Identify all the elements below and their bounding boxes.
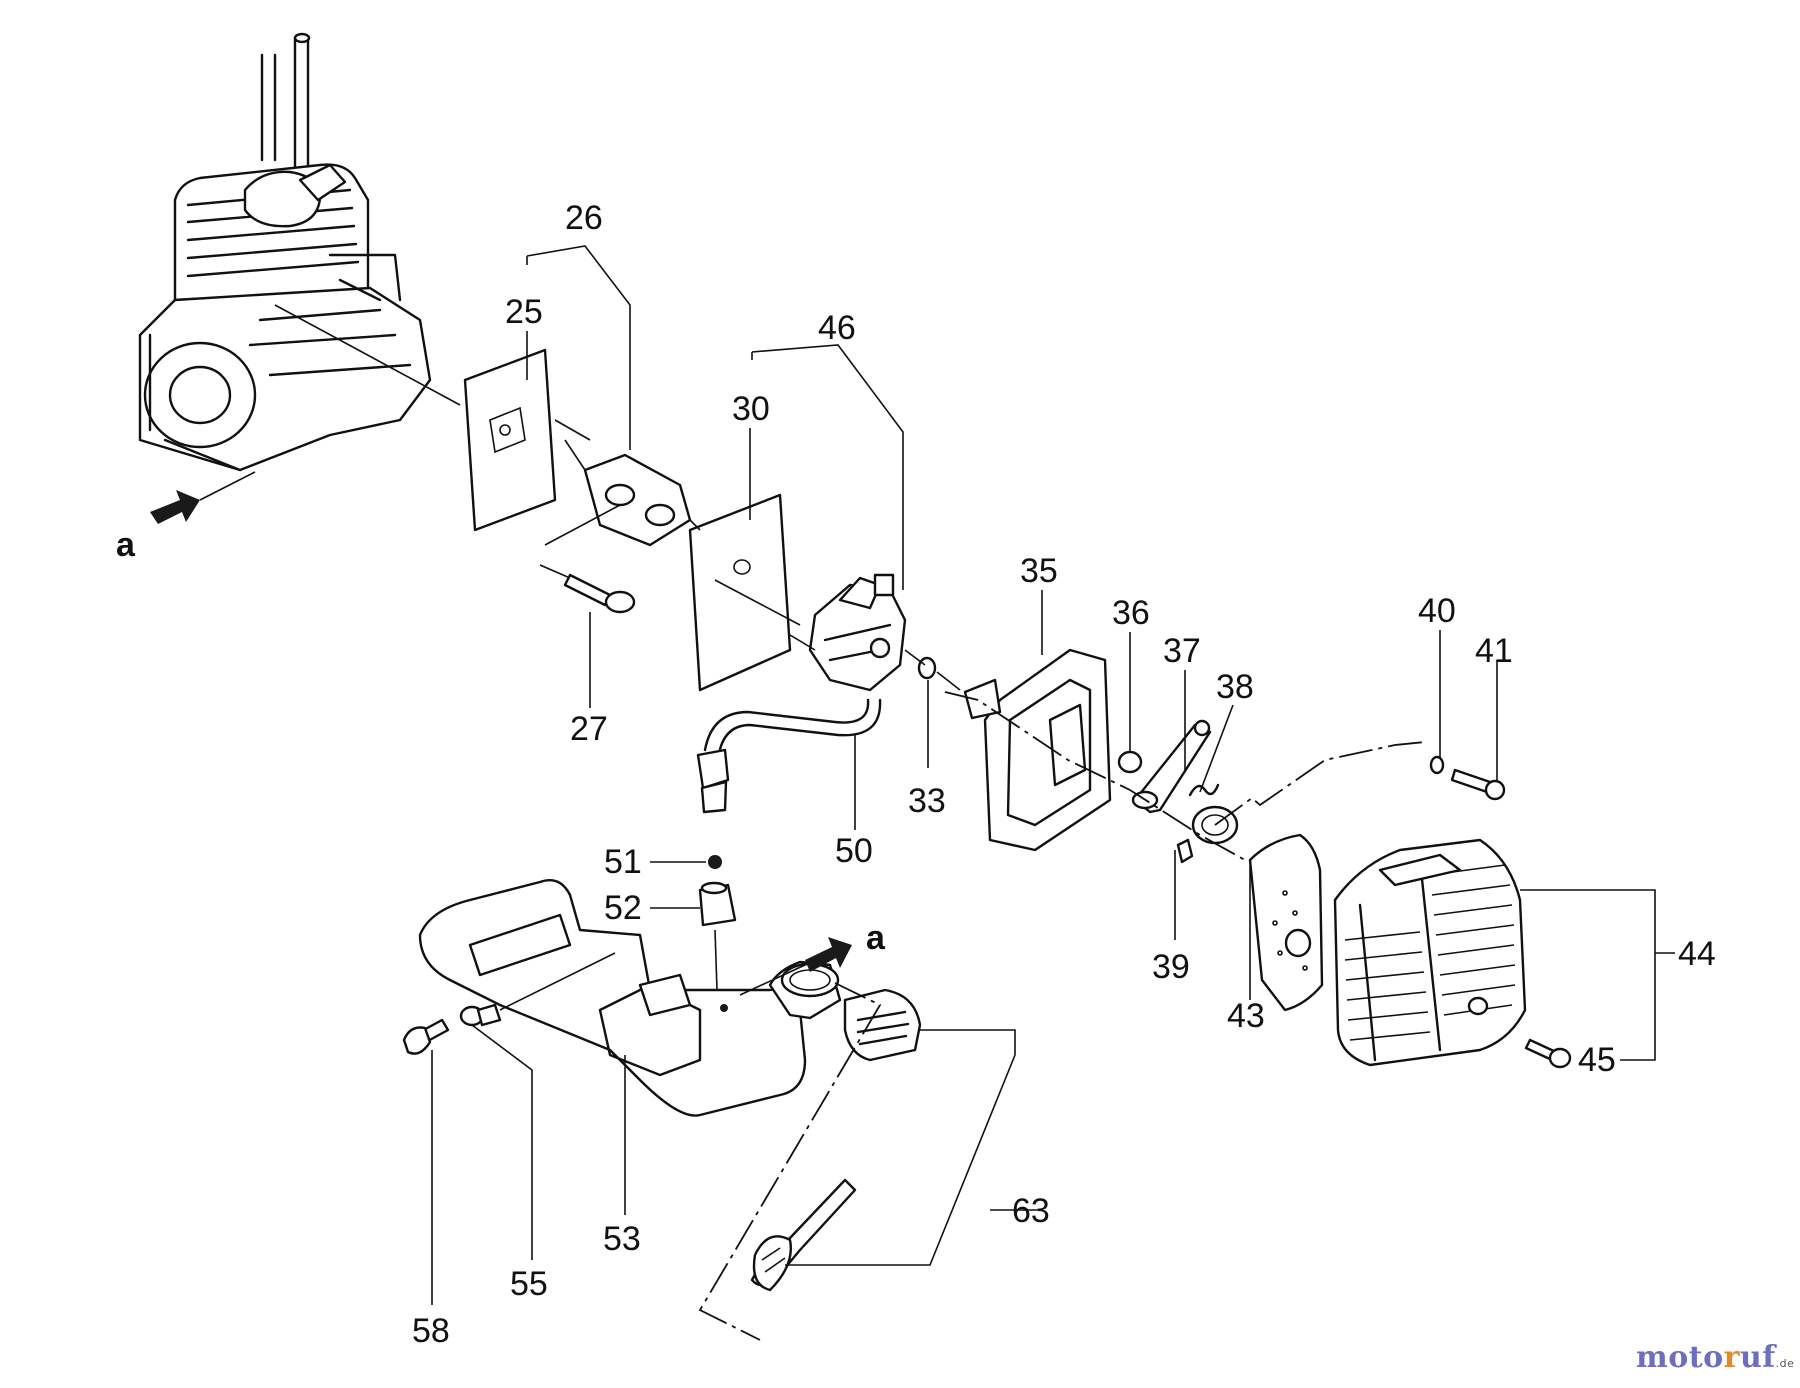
label-53: 53 <box>603 1220 641 1258</box>
arrow-a-left-label: a <box>116 526 136 564</box>
gasket-30-drawing <box>688 493 801 692</box>
alignment-line-33 <box>904 649 961 691</box>
air-cleaner-cover-44-drawing <box>1333 838 1527 1067</box>
arrow-a-tank: a <box>739 919 886 996</box>
label-46: 46 <box>818 309 856 347</box>
watermark-part1: moto <box>1636 1340 1724 1375</box>
gasket-25-drawing <box>463 348 591 532</box>
alignment-line-tank <box>698 982 882 1341</box>
label-55: 55 <box>510 1265 548 1303</box>
fuel-filter-52-drawing <box>698 881 737 927</box>
engine-block-drawing <box>138 32 461 472</box>
insulator-26-drawing <box>544 453 692 547</box>
label-25: 25 <box>505 293 543 331</box>
air-cleaner-case-35-drawing <box>963 648 1112 852</box>
element-43-drawing <box>1248 833 1324 1012</box>
label-27: 27 <box>570 710 608 748</box>
spring-38-drawing <box>1188 783 1220 797</box>
watermark-tld: .de <box>1775 1357 1795 1370</box>
washer-40-drawing <box>1429 755 1445 775</box>
arrow-a-left: a <box>116 471 256 564</box>
label-37: 37 <box>1163 632 1201 670</box>
watermark-part2: r <box>1723 1340 1740 1375</box>
label-63: 63 <box>1012 1192 1050 1230</box>
label-26: 26 <box>565 199 603 237</box>
label-51: 51 <box>604 843 642 881</box>
alignment-line-insulator <box>564 439 701 531</box>
watermark-part3: uf <box>1739 1340 1776 1375</box>
carburetor-46-drawing <box>808 573 907 692</box>
bolt-45-drawing <box>1524 1038 1572 1069</box>
bolt-41-drawing <box>1450 768 1506 801</box>
label-52: 52 <box>604 889 642 927</box>
label-58: 58 <box>412 1312 450 1350</box>
collar-36-drawing <box>1117 750 1143 774</box>
fuel-pipe-50-drawing <box>696 698 882 814</box>
oring-33-drawing <box>917 656 937 680</box>
motoruf-watermark-logo: motoruf.de <box>1636 1340 1794 1375</box>
label-45: 45 <box>1578 1041 1616 1079</box>
alignment-line-cover <box>1214 741 1426 826</box>
label-38: 38 <box>1216 668 1254 706</box>
label-40: 40 <box>1418 592 1456 630</box>
label-41: 41 <box>1475 632 1513 670</box>
grommet-55-drawing <box>459 952 616 1027</box>
label-50: 50 <box>835 832 873 870</box>
part-labels: 26 25 46 30 27 35 36 37 38 40 41 33 50 5… <box>412 199 1716 1350</box>
arrow-a-tank-label: a <box>866 919 886 957</box>
label-44: 44 <box>1678 935 1716 973</box>
label-30: 30 <box>732 390 770 428</box>
label-35: 35 <box>1020 552 1058 590</box>
label-36: 36 <box>1112 594 1150 632</box>
label-43: 43 <box>1227 997 1265 1035</box>
bolt-27-drawing <box>539 564 636 614</box>
label-39: 39 <box>1152 948 1190 986</box>
ball-51-drawing <box>708 855 722 869</box>
bolt-58-drawing <box>402 1018 450 1055</box>
leader-lines <box>431 245 1675 1305</box>
fuel-cap-63-drawing <box>750 988 922 1292</box>
alignment-line-air <box>944 691 1246 861</box>
label-33: 33 <box>908 782 946 820</box>
alignment-line-carb <box>789 634 816 651</box>
